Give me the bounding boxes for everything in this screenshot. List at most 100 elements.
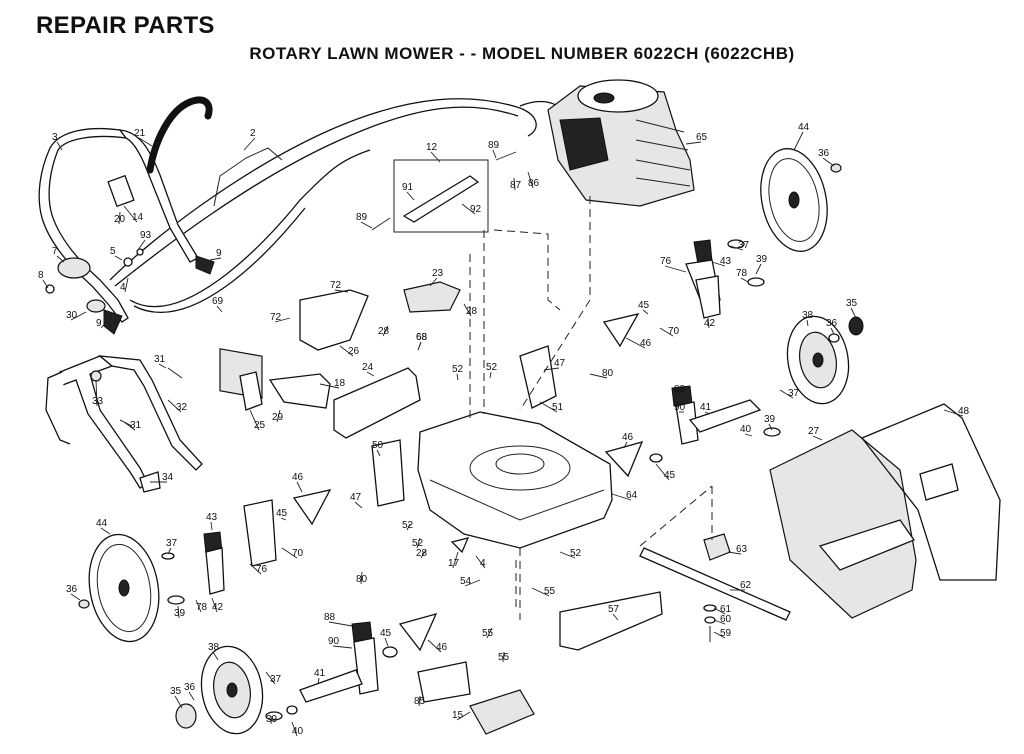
part-number-c3: 2 bbox=[250, 128, 256, 139]
part-number-c8: 89 bbox=[356, 212, 368, 223]
leader-c20 bbox=[42, 279, 49, 289]
part-number-c103: 46 bbox=[436, 642, 448, 653]
leader-c7 bbox=[461, 203, 476, 215]
washer-60 bbox=[704, 616, 716, 624]
leader-c91 bbox=[464, 579, 481, 587]
leader-c104 bbox=[212, 651, 219, 661]
part-number-c50: 47 bbox=[554, 358, 566, 369]
part-number-c15: 14 bbox=[132, 212, 144, 223]
throttle-kit-box bbox=[393, 159, 489, 233]
leader-c61 bbox=[704, 411, 711, 415]
wheel-front-left bbox=[200, 645, 264, 735]
leader-c24 bbox=[216, 305, 223, 313]
cover-85 bbox=[417, 661, 471, 703]
part-number-c47: 24 bbox=[362, 362, 374, 373]
control-rod bbox=[213, 147, 283, 207]
leader-c48 bbox=[456, 373, 459, 381]
leader-c74 bbox=[210, 521, 213, 531]
leader-c79 bbox=[420, 549, 427, 559]
pin-31a bbox=[167, 367, 183, 379]
leader-c82 bbox=[559, 551, 576, 559]
leader-c16 bbox=[56, 255, 65, 263]
leader-c44 bbox=[95, 379, 98, 407]
knob-30 bbox=[86, 299, 106, 313]
part-number-c95: 60 bbox=[720, 614, 732, 625]
leader-c57 bbox=[417, 341, 422, 351]
leader-c68 bbox=[655, 463, 670, 481]
axle-bracket-42a bbox=[695, 275, 721, 319]
part-number-c88: 39 bbox=[174, 608, 186, 619]
part-number-c5: 89 bbox=[488, 140, 500, 151]
part-number-c108: 35 bbox=[170, 686, 182, 697]
leader-c107 bbox=[291, 721, 298, 737]
part-number-c19: 9 bbox=[216, 248, 222, 259]
leader-c56 bbox=[123, 421, 136, 431]
leader-c47 bbox=[366, 371, 375, 377]
mower-deck bbox=[417, 411, 613, 549]
wheel-rear-right bbox=[760, 148, 828, 252]
leader-c109 bbox=[188, 691, 195, 701]
bolt-39b bbox=[763, 427, 781, 437]
leader-c12 bbox=[793, 131, 804, 151]
leader-c84 bbox=[167, 547, 172, 555]
leader-c85 bbox=[249, 563, 262, 575]
part-number-c77: 52 bbox=[402, 520, 414, 531]
leader-c32 bbox=[729, 245, 744, 251]
part-number-c66: 50 bbox=[372, 440, 384, 451]
part-number-c74: 43 bbox=[206, 512, 218, 523]
leader-c30 bbox=[339, 345, 354, 357]
part-number-c31: 68 bbox=[416, 332, 428, 343]
bracket-25 bbox=[239, 371, 263, 411]
leader-c53 bbox=[779, 389, 794, 399]
leader-c76 bbox=[281, 547, 298, 559]
part-number-c101: 90 bbox=[328, 636, 340, 647]
part-number-c104: 38 bbox=[208, 642, 220, 653]
part-number-c40: 35 bbox=[846, 298, 858, 309]
part-number-c35: 39 bbox=[756, 254, 768, 265]
part-number-c45: 32 bbox=[176, 402, 188, 413]
part-number-c16: 7 bbox=[52, 246, 58, 257]
part-number-c12: 44 bbox=[798, 122, 810, 133]
model-subtitle: ROTARY LAWN MOWER - - MODEL NUMBER 6022C… bbox=[249, 44, 795, 63]
leader-c52 bbox=[625, 337, 646, 349]
leader-c65 bbox=[812, 435, 823, 441]
washer-61 bbox=[703, 604, 717, 612]
part-number-c94: 61 bbox=[720, 604, 732, 615]
leader-c102 bbox=[384, 637, 389, 647]
leader-c98 bbox=[502, 651, 505, 663]
leader-c72 bbox=[611, 493, 632, 501]
part-number-c64: 48 bbox=[958, 406, 970, 417]
part-number-c86: 80 bbox=[356, 574, 368, 585]
knob-7 bbox=[57, 257, 91, 279]
part-number-c6: 91 bbox=[402, 182, 414, 193]
bolt-39d bbox=[265, 711, 283, 721]
part-number-c63: 40 bbox=[740, 424, 752, 435]
cover-46a bbox=[602, 313, 640, 348]
leader-c39 bbox=[707, 317, 710, 329]
part-number-c37: 45 bbox=[638, 300, 650, 311]
throttle-lever bbox=[402, 175, 480, 223]
axle-41a bbox=[688, 399, 762, 433]
rear-flap-24 bbox=[333, 367, 421, 439]
leader-c80 bbox=[452, 551, 459, 569]
leader-c96 bbox=[713, 631, 726, 639]
leader-c70 bbox=[296, 481, 303, 493]
part-number-c98: 55 bbox=[498, 652, 510, 663]
part-number-c72: 64 bbox=[626, 490, 638, 501]
leader-c26 bbox=[274, 317, 291, 323]
leader-c75 bbox=[280, 517, 287, 521]
leader-c105 bbox=[265, 671, 276, 685]
nut-36c bbox=[78, 599, 90, 609]
part-number-c111: 85 bbox=[414, 696, 426, 707]
part-number-c34: 76 bbox=[660, 256, 672, 267]
part-number-c109: 36 bbox=[184, 682, 196, 693]
part-number-c92: 55 bbox=[544, 586, 556, 597]
part-number-c84: 37 bbox=[166, 538, 178, 549]
axle-bracket-42b bbox=[205, 547, 225, 595]
part-number-c55: 25 bbox=[254, 420, 266, 431]
clip-9b bbox=[103, 309, 123, 335]
bracket-90a bbox=[675, 401, 699, 445]
leader-c10 bbox=[527, 171, 534, 189]
part-number-c39: 42 bbox=[704, 318, 716, 329]
